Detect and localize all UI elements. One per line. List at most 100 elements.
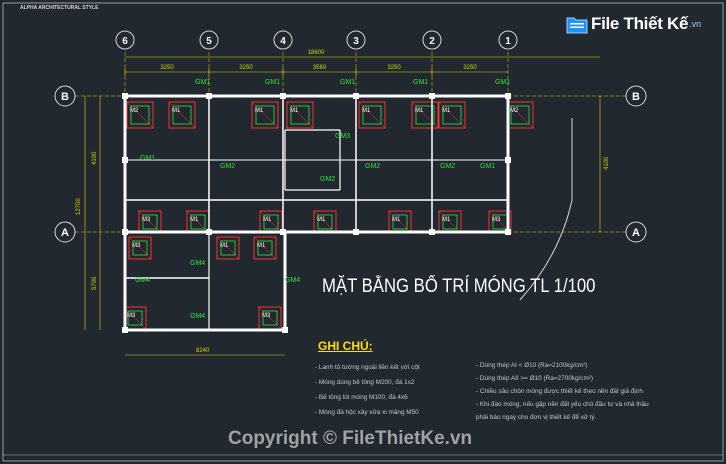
footing-label: M1 <box>442 217 451 223</box>
footing-outline <box>168 101 196 129</box>
footing-label: M1 <box>392 217 401 223</box>
column-dot <box>505 229 511 235</box>
note-line: - Bê tông lót móng M100, đá 4x6 <box>315 394 408 401</box>
footing: M1 <box>388 210 412 234</box>
walls <box>122 93 511 333</box>
column-dot <box>122 327 128 333</box>
axis-label: A <box>61 227 69 239</box>
footing: M1 <box>253 236 277 260</box>
left-dimensions <box>84 96 101 330</box>
note-line: phải báo ngay cho đơn vị thiết kế để xử … <box>476 414 597 421</box>
axis-gridlines <box>75 52 628 233</box>
footing-label: M1 <box>442 108 451 114</box>
row-axis-bubble: A <box>54 221 76 243</box>
beam-label: GM2 <box>220 163 235 170</box>
column-dot <box>505 157 511 163</box>
footing: M1 <box>358 101 386 129</box>
right-dimension-label: 4100 <box>604 156 610 170</box>
axis-circle <box>54 85 76 107</box>
footing: M1 <box>251 101 279 129</box>
axis-label: 4 <box>280 36 286 47</box>
column-dot <box>206 93 212 99</box>
note-line: - Móng đá hộc xây vữa xi măng M50 <box>315 409 419 416</box>
column-dot <box>353 93 359 99</box>
logo-suffix: .vn <box>689 19 702 29</box>
axis-label: B <box>61 91 69 103</box>
column-axis-bubble: 5 <box>199 30 219 50</box>
beam-label: GM1 <box>140 155 155 162</box>
footing-label: M3 <box>492 217 501 223</box>
footing: M2 <box>506 101 534 129</box>
footing-label: M1 <box>190 217 199 223</box>
footing: M3 <box>258 306 282 330</box>
footing-label: M1 <box>317 217 326 223</box>
footing-pedestal <box>130 105 150 125</box>
footing-outline <box>253 236 277 260</box>
beam-label: GM1 <box>265 79 280 86</box>
footing-label: M1 <box>257 243 266 249</box>
column-dot <box>505 93 511 99</box>
footing-label: M2 <box>130 108 139 114</box>
note-line: - Dùng thép AI < Ø10 (Ra=2100kg/cm²) <box>476 362 588 369</box>
footing-pedestal <box>442 214 458 230</box>
column-dot <box>206 229 212 235</box>
footing-pedestal <box>510 105 530 125</box>
footing-label: M1 <box>172 108 181 114</box>
footing: M1 <box>216 236 240 260</box>
footing-outline <box>411 101 439 129</box>
footing-pedestal <box>362 105 382 125</box>
footing-label: M1 <box>290 108 299 114</box>
footing-pedestal <box>263 214 279 230</box>
beam-label: GM1 <box>340 79 355 86</box>
axis-circle <box>625 221 647 243</box>
footing-pedestal <box>262 310 278 326</box>
column-axis-bubble: 2 <box>422 30 442 50</box>
beam-label: GM3 <box>335 133 350 140</box>
column-dot <box>122 93 128 99</box>
footing-pedestal <box>257 240 273 256</box>
beam-label: GM4 <box>285 277 300 284</box>
footing-label: M3 <box>127 313 136 319</box>
footing: M3 <box>138 210 162 234</box>
left-dimension-label: 12700 <box>76 198 82 215</box>
beam-label: GM4 <box>190 260 205 267</box>
logo-text: File Thiết Kế <box>591 14 689 33</box>
footing-label: M1 <box>362 108 371 114</box>
beam-label: GM1 <box>195 79 210 86</box>
beam-label: GM4 <box>135 277 150 284</box>
footing-pedestal <box>290 105 310 125</box>
footing-outline <box>126 101 154 129</box>
footing-label: M3 <box>142 217 151 223</box>
column-dot <box>280 93 286 99</box>
footing-label: M1 <box>415 108 424 114</box>
axis-circle <box>422 30 442 50</box>
note-line: - Móng dùng bê tông M200, đá 1x2 <box>315 379 415 386</box>
footing-outline <box>286 101 314 129</box>
footing-outline <box>251 101 279 129</box>
axis-circle <box>346 30 366 50</box>
footing-outline <box>216 236 240 260</box>
footing-label: M1 <box>263 217 272 223</box>
footing-label: M3 <box>132 243 141 249</box>
axis-circle <box>498 30 518 50</box>
row-axis-bubble: B <box>625 85 647 107</box>
beam-label: GM4 <box>190 313 205 320</box>
column-dot <box>282 327 288 333</box>
column-axis-bubble: 3 <box>346 30 366 50</box>
footing: M1 <box>438 210 462 234</box>
left-dimension-label: 5700 <box>92 276 98 290</box>
footing-pedestal <box>317 214 333 230</box>
axis-circle <box>115 30 135 50</box>
footing-pedestal <box>255 105 275 125</box>
axis-label: 3 <box>353 36 359 47</box>
axis-label: 1 <box>505 36 511 47</box>
axis-label: 6 <box>122 36 128 47</box>
bay-dimension-label: 3250 <box>387 65 401 71</box>
column-axis-bubble: 6 <box>115 30 135 50</box>
beam-label: GM2 <box>440 163 455 170</box>
note-line: - Lanh tô tường ngoài liền kết với cột <box>315 364 420 371</box>
